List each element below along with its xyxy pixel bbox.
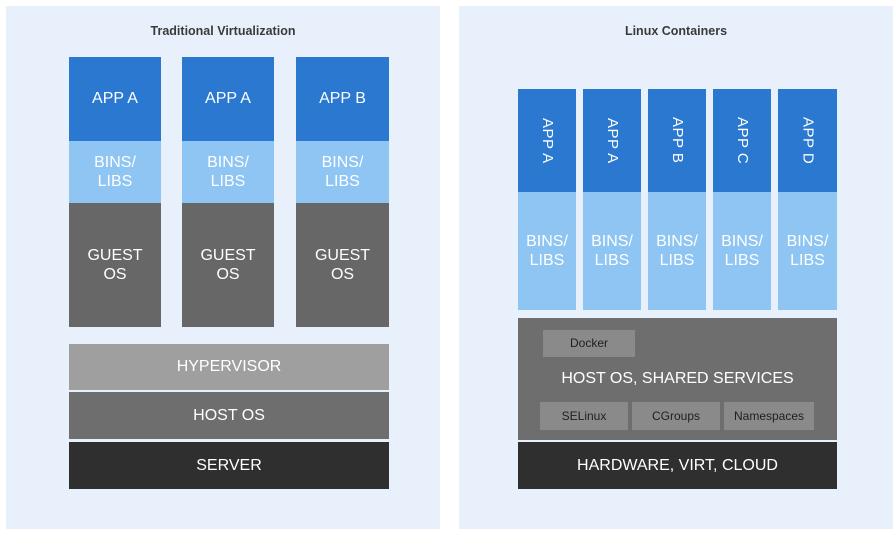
container4-app-block: APP C (713, 89, 771, 192)
vm3-guest-os-block: GUEST OS (296, 203, 389, 327)
host-os-shared-services-label: HOST OS, SHARED SERVICES (561, 370, 794, 387)
container4-bins-libs-block: BINS/ LIBS (713, 192, 771, 310)
vm1-guest-os-block: GUEST OS (69, 203, 161, 327)
container5-app-block: APP D (778, 89, 837, 192)
container2-bins-libs-block: BINS/ LIBS (583, 192, 641, 310)
container1-app-label: APP A (539, 117, 556, 164)
hardware-virt-cloud-block: HARDWARE, VIRT, CLOUD (518, 442, 837, 489)
container1-bins-libs-block: BINS/ LIBS (518, 192, 576, 310)
traditional-virtualization-panel: Traditional Virtualization APP A BINS/ L… (6, 6, 440, 529)
hypervisor-block: HYPERVISOR (69, 344, 389, 390)
selinux-chip: SELinux (540, 402, 628, 430)
container3-app-label: APP B (669, 117, 686, 164)
container3-bins-libs-block: BINS/ LIBS (648, 192, 706, 310)
panel-title-containers: Linux Containers (624, 24, 728, 38)
host-os-block: HOST OS (69, 392, 389, 439)
panel-title-traditional: Traditional Virtualization (150, 24, 296, 38)
container3-app-block: APP B (648, 89, 706, 192)
cgroups-chip: CGroups (632, 402, 720, 430)
container2-app-block: APP A (583, 89, 641, 192)
docker-chip: Docker (543, 330, 635, 357)
server-block: SERVER (69, 442, 389, 489)
container4-app-label: APP C (734, 116, 751, 165)
vm2-guest-os-block: GUEST OS (182, 203, 274, 327)
vm3-bins-libs-block: BINS/ LIBS (296, 141, 389, 203)
vm1-bins-libs-block: BINS/ LIBS (69, 141, 161, 203)
vm2-app-block: APP A (182, 57, 274, 141)
linux-containers-panel: Linux Containers APP A BINS/ LIBS APP A … (459, 6, 893, 529)
container5-bins-libs-block: BINS/ LIBS (778, 192, 837, 310)
container2-app-label: APP A (604, 117, 621, 164)
vm2-bins-libs-block: BINS/ LIBS (182, 141, 274, 203)
vm3-app-block: APP B (296, 57, 389, 141)
host-os-shared-services-block: Docker HOST OS, SHARED SERVICES SELinux … (518, 318, 837, 440)
container1-app-block: APP A (518, 89, 576, 192)
namespaces-chip: Namespaces (724, 402, 814, 430)
container5-app-label: APP D (799, 116, 817, 165)
vm1-app-block: APP A (69, 57, 161, 141)
